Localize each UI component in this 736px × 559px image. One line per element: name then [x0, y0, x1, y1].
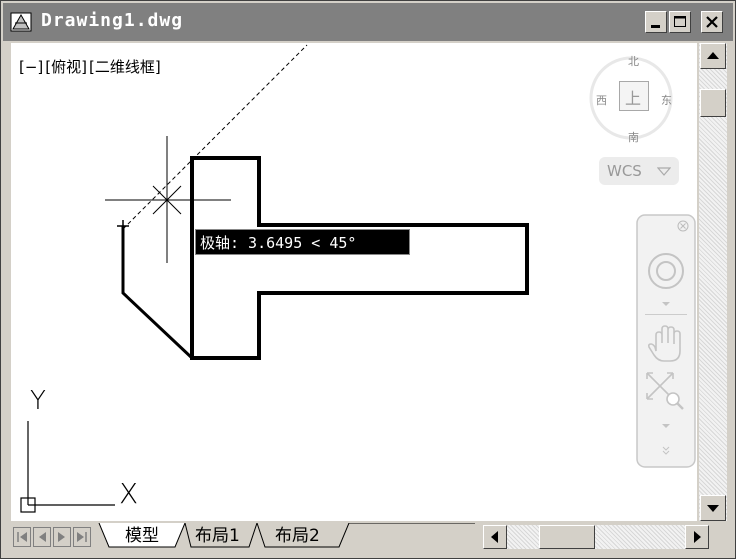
first-icon [17, 532, 27, 542]
arrow-left-icon [491, 531, 498, 543]
autocad-app-icon [10, 12, 32, 32]
navbar-close-icon[interactable] [677, 220, 689, 232]
tab-layout2[interactable]: 布局2 [275, 526, 320, 546]
drawing-canvas[interactable]: [−][俯视][二维线框] [11, 43, 697, 521]
scroll-up-button[interactable] [700, 43, 726, 69]
ucs-x-label: X [119, 477, 139, 510]
viewcube-east[interactable]: 东 [661, 94, 672, 107]
navbar-divider [645, 314, 687, 315]
crosshair-cursor [105, 136, 231, 263]
last-icon [77, 532, 87, 542]
viewcube-ring [589, 56, 673, 140]
maximize-button[interactable] [669, 11, 691, 33]
layout-tab-bar: 模型 布局1 布局2 [11, 523, 727, 551]
wcs-label: WCS [607, 162, 642, 180]
scroll-left-button[interactable] [483, 525, 507, 549]
viewcube[interactable]: 北 西 东 南 上 [589, 51, 679, 151]
horizontal-scroll-thumb[interactable] [539, 525, 595, 549]
minimize-button[interactable] [645, 11, 667, 33]
next-tab-button[interactable] [53, 527, 71, 547]
dropdown-arrow-icon[interactable] [661, 423, 671, 429]
previous-tab-button[interactable] [33, 527, 51, 547]
chevron-down-icon [657, 167, 671, 176]
scroll-down-button[interactable] [700, 495, 726, 521]
viewport-controls[interactable]: [−][俯视][二维线框] [19, 56, 163, 77]
horizontal-scrollbar[interactable] [483, 525, 709, 549]
title-bar[interactable]: Drawing1.dwg [3, 3, 733, 41]
last-tab-button[interactable] [73, 527, 91, 547]
arrow-down-icon [707, 505, 719, 512]
ucs-icon [20, 421, 115, 513]
arrow-up-icon [707, 52, 719, 59]
viewcube-west[interactable]: 西 [596, 94, 607, 107]
viewcube-north[interactable]: 北 [628, 55, 639, 68]
viewcube-south[interactable]: 南 [628, 131, 639, 144]
view-control-top[interactable]: [俯视] [45, 58, 87, 76]
visual-style-control[interactable]: [二维线框] [89, 58, 161, 76]
minimize-icon [651, 25, 660, 28]
next-icon [58, 532, 65, 542]
arrow-right-icon [694, 531, 701, 543]
tooltip-text: 极轴: 3.6495 < 45° [200, 234, 357, 252]
previous-icon [39, 532, 46, 542]
polar-tracking-tooltip: 极轴: 3.6495 < 45° [195, 229, 410, 255]
zoom-extents-icon[interactable] [643, 369, 687, 413]
dropdown-arrow-icon[interactable] [661, 301, 671, 307]
steering-wheel-icon[interactable] [646, 251, 686, 291]
tab-layout1[interactable]: 布局1 [195, 526, 240, 546]
ucs-y-label: Y [30, 386, 46, 416]
tab-model[interactable]: 模型 [125, 526, 159, 546]
chamfer-polyline [121, 226, 194, 360]
t-shape-polyline [190, 156, 529, 360]
first-tab-button[interactable] [13, 527, 31, 547]
viewcube-face-top[interactable]: 上 [619, 81, 649, 111]
endpoint-marker [117, 220, 129, 233]
window-title: Drawing1.dwg [41, 10, 184, 31]
maximize-icon [674, 16, 686, 27]
close-button[interactable] [701, 11, 723, 33]
polar-tracking-line [122, 44, 308, 230]
vertical-scrollbar[interactable] [699, 43, 727, 521]
navbar-options-icon[interactable] [661, 446, 671, 456]
wcs-menu[interactable]: WCS [599, 157, 679, 185]
pan-hand-icon[interactable] [646, 321, 686, 365]
scroll-right-button[interactable] [685, 525, 709, 549]
tab-outlines [98, 523, 475, 548]
viewport-minus-control[interactable]: [−] [19, 58, 44, 76]
close-icon [706, 16, 718, 28]
vertical-scroll-thumb[interactable] [700, 89, 726, 117]
viewcube-face-label: 上 [625, 89, 642, 108]
